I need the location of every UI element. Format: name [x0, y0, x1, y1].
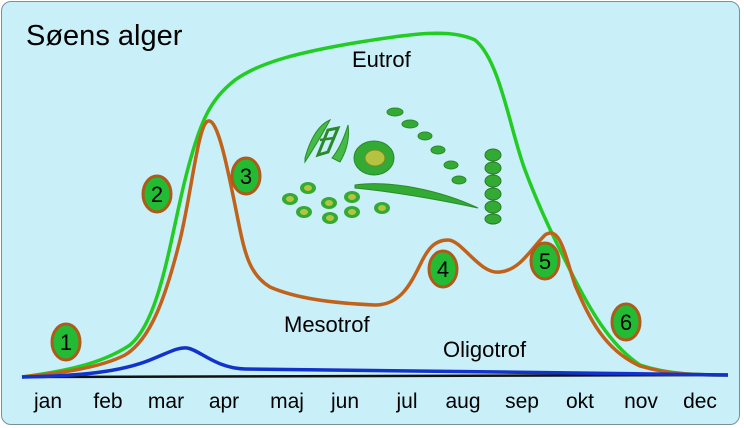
marker-6: 6: [610, 302, 642, 342]
marker-2-label: 2: [151, 182, 163, 207]
diatom-icon: [304, 118, 349, 164]
marker-1: 1: [50, 322, 82, 362]
time-axis: [21, 373, 729, 379]
chain-algae-icon: [386, 107, 467, 185]
marker-3-label: 3: [240, 164, 252, 189]
marker-3: 3: [230, 156, 262, 196]
filament-icon: [484, 148, 502, 225]
month-label: mar: [148, 390, 184, 413]
oligotrof-label: Oligotrof: [443, 337, 527, 362]
marker-5-label: 5: [539, 249, 551, 274]
small-cells-icon: [282, 182, 390, 224]
month-label: nov: [624, 390, 658, 413]
marker-6-label: 6: [620, 310, 632, 335]
round-cell-icon: [353, 140, 395, 176]
marker-1-label: 1: [60, 330, 72, 355]
month-label: dec: [683, 390, 717, 413]
month-label: jul: [395, 390, 417, 413]
marker-4-label: 4: [437, 257, 449, 282]
month-label: okt: [566, 390, 594, 413]
eutrof-curve: [21, 31, 729, 379]
month-labels: jan feb mar apr maj jun jul aug sep okt …: [33, 390, 717, 413]
month-label: aug: [445, 390, 480, 413]
month-label: jun: [330, 390, 359, 413]
month-label: sep: [505, 390, 539, 413]
month-label: jan: [33, 390, 62, 413]
needle-algae-icon: [354, 183, 479, 209]
diagram-title: Søens alger: [26, 20, 183, 52]
month-label: feb: [93, 390, 122, 413]
marker-5: 5: [529, 241, 561, 281]
mesotrof-label: Mesotrof: [284, 312, 370, 337]
oligotrof-curve: [21, 346, 729, 379]
mesotrof-curve: [21, 119, 729, 379]
eutrof-label: Eutrof: [352, 47, 412, 72]
month-label: maj: [270, 390, 304, 413]
algae-illustration: [282, 107, 502, 225]
marker-4: 4: [427, 249, 459, 289]
marker-2: 2: [141, 174, 173, 214]
month-label: apr: [209, 390, 239, 413]
